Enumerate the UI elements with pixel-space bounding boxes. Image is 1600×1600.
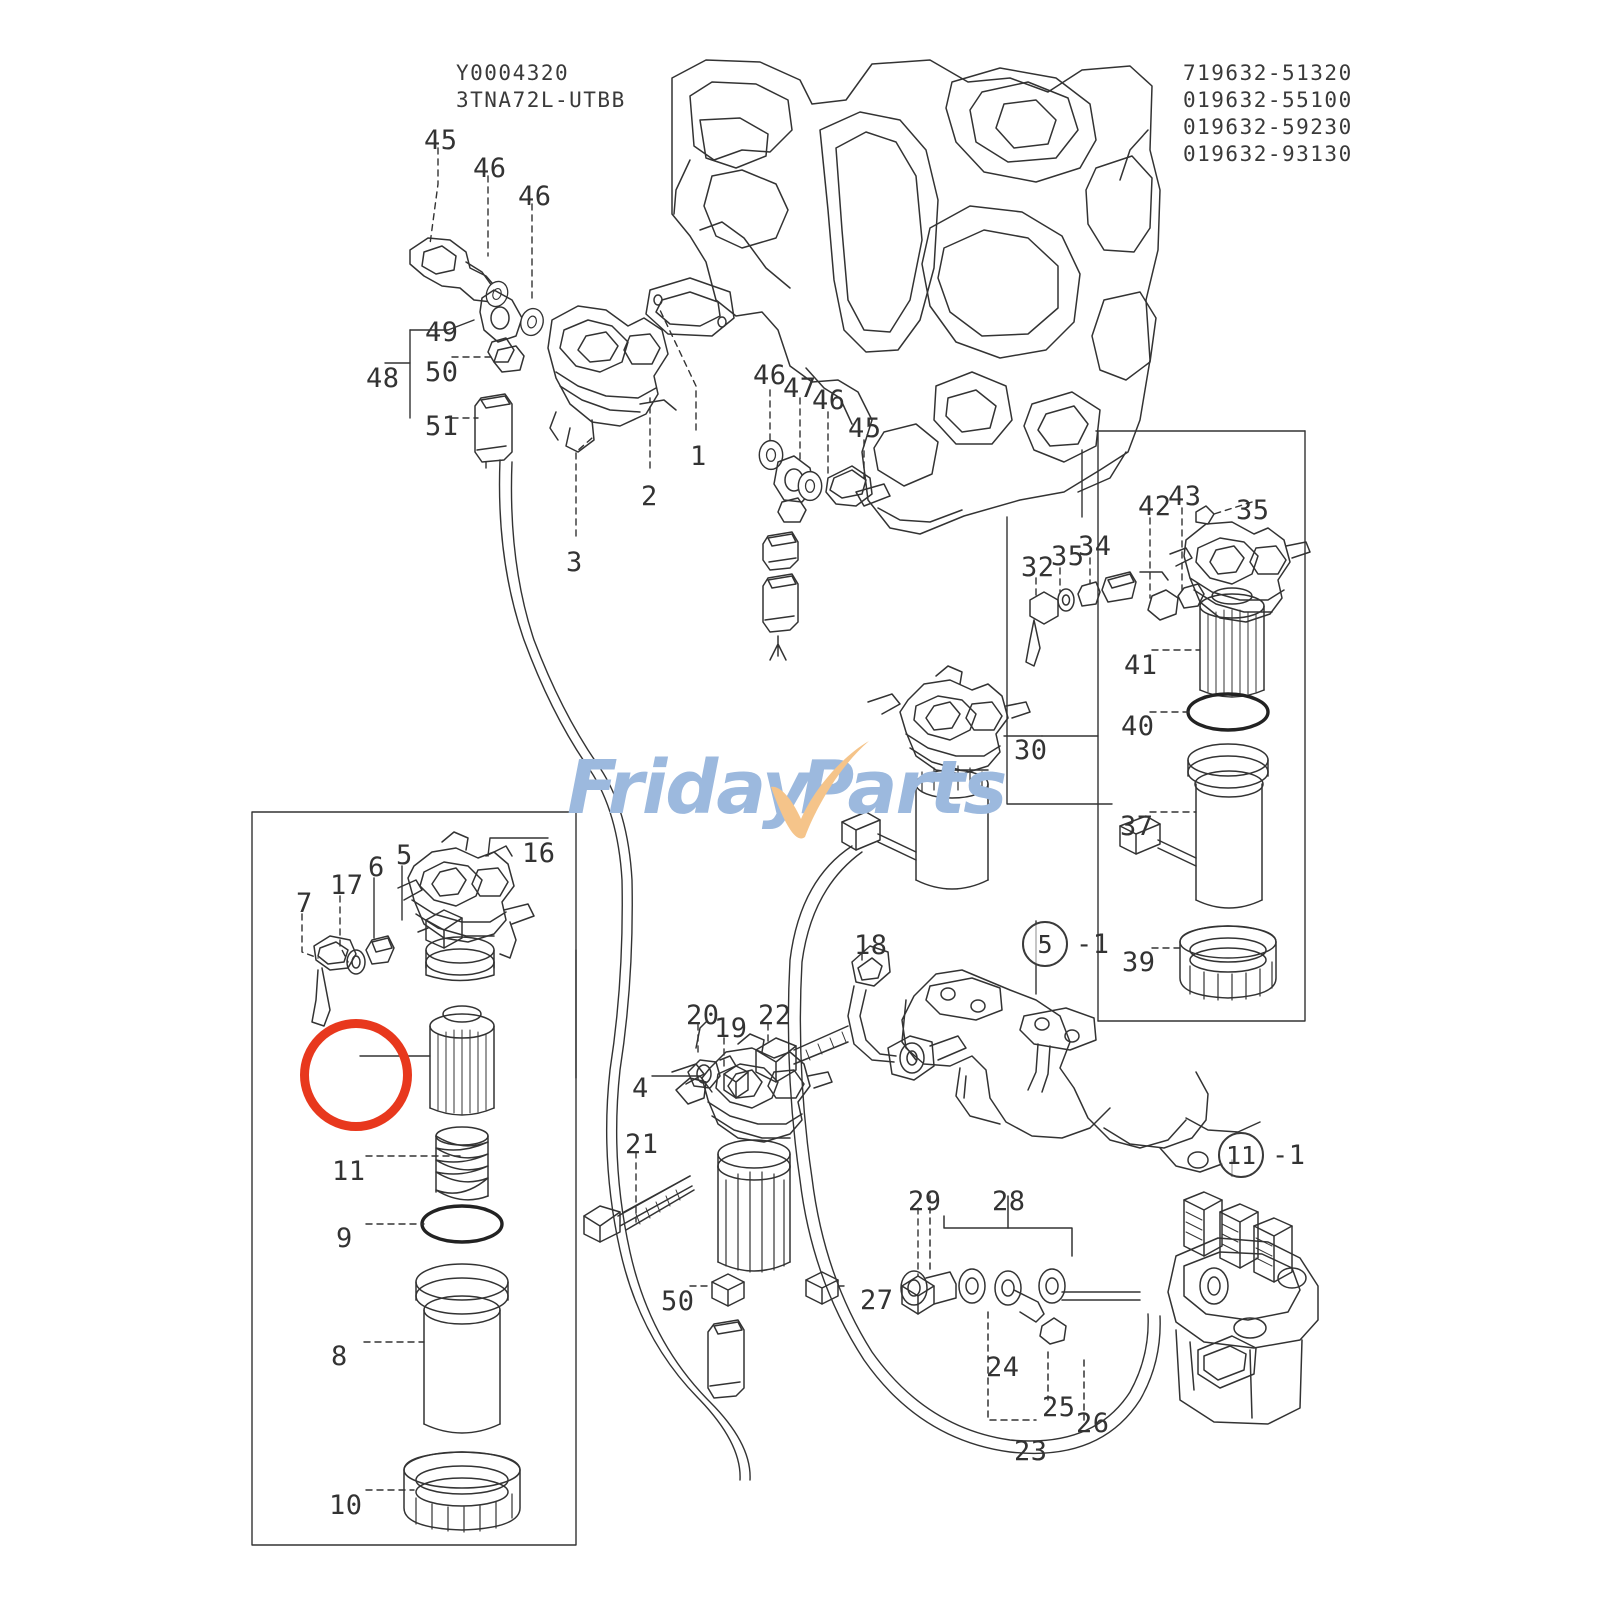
sleeve-center	[762, 531, 799, 661]
callout-40: 40	[1121, 711, 1155, 742]
callout-16: 16	[522, 838, 556, 869]
callout-46: 46	[518, 181, 552, 212]
callout-50: 50	[425, 357, 459, 388]
callout-18: 18	[854, 930, 888, 961]
callout-11: 11	[332, 1156, 366, 1187]
bracket-18	[847, 945, 967, 1081]
callout-35: 35	[1051, 541, 1085, 572]
callout-9: 9	[336, 1223, 353, 1254]
filter-element-13	[429, 1005, 495, 1116]
bowl-37	[1119, 743, 1269, 909]
callout-45: 45	[424, 125, 458, 156]
right-panel-border	[1097, 430, 1306, 1022]
callout-35: 35	[1236, 495, 1270, 526]
callout-2: 2	[641, 481, 658, 512]
filter-head-right	[1169, 521, 1311, 623]
callout-25: 25	[1042, 1392, 1076, 1423]
circled-ref-number: 5	[1022, 921, 1068, 967]
fuel-filter-30	[841, 665, 1031, 890]
intake-manifold	[901, 969, 1261, 1173]
callout-51: 51	[425, 411, 459, 442]
left-panel-border	[251, 811, 577, 1546]
leader-lines	[301, 147, 1253, 1491]
ring-nut-10	[403, 1451, 521, 1533]
callout-48: 48	[366, 363, 400, 394]
feed-pump-2	[547, 305, 677, 453]
engine-model: 3TNA72L-UTBB	[456, 88, 626, 112]
hose-upper	[787, 845, 1161, 1455]
feed-pump-16	[397, 831, 535, 982]
callout-29: 29	[908, 1186, 942, 1217]
callout-50: 50	[661, 1286, 695, 1317]
small-parts-20-19-22	[687, 1021, 849, 1099]
fuel-filter-4	[671, 1033, 833, 1273]
callout-19: 19	[714, 1013, 748, 1044]
callout-46: 46	[473, 153, 507, 184]
callout-41: 41	[1124, 650, 1158, 681]
callout-46: 46	[812, 385, 846, 416]
callout-6: 6	[368, 852, 385, 883]
callout-8: 8	[331, 1341, 348, 1372]
callout-22: 22	[758, 1000, 792, 1031]
circled-ref-suffix: -1	[1272, 1139, 1306, 1171]
bolt-21	[583, 1175, 695, 1243]
circled-ref-11: 11-1	[1218, 1132, 1306, 1178]
part-number-4: 019632-93130	[1183, 142, 1353, 166]
callout-49: 49	[425, 317, 459, 348]
sub-panel-border	[1006, 449, 1113, 805]
part-number-2: 019632-55100	[1183, 88, 1353, 112]
callout-4: 4	[632, 1073, 649, 1104]
gasket-plate-1	[645, 277, 735, 337]
callout-23: 23	[1014, 1436, 1048, 1467]
circled-ref-suffix: -1	[1076, 928, 1110, 960]
filter-element-41	[1199, 587, 1265, 698]
circled-ref-number: 11	[1218, 1132, 1264, 1178]
callout-46: 46	[753, 360, 787, 391]
highlight-ring-13	[300, 1019, 412, 1131]
callout-42: 42	[1138, 491, 1172, 522]
callout-1: 1	[690, 441, 707, 472]
callout-39: 39	[1122, 947, 1156, 978]
circled-ref-5: 5-1	[1022, 921, 1110, 967]
small-parts-left-panel	[311, 909, 463, 1027]
callout-27: 27	[860, 1285, 894, 1316]
drawing-number: Y0004320	[456, 61, 570, 85]
callout-43: 43	[1168, 481, 1202, 512]
callout-24: 24	[986, 1352, 1020, 1383]
oring-40	[1186, 692, 1270, 732]
callout-28: 28	[992, 1186, 1026, 1217]
plug-50-sleeve-51	[474, 345, 525, 463]
ring-nut-39	[1179, 925, 1277, 1001]
fittings-32-35-34-42-43	[1025, 505, 1215, 667]
callout-3: 3	[566, 547, 583, 578]
callout-20: 20	[686, 1000, 720, 1031]
callout-7: 7	[296, 888, 313, 919]
callout-32: 32	[1021, 552, 1055, 583]
spring-11	[435, 1126, 489, 1201]
engine-block-outline	[671, 59, 1161, 535]
part-number-1: 719632-51320	[1183, 61, 1353, 85]
callout-30: 30	[1014, 735, 1048, 766]
fittings-bottom-right	[900, 1195, 1141, 1421]
callout-10: 10	[329, 1490, 363, 1521]
bowl-8	[415, 1263, 509, 1434]
callout-26: 26	[1076, 1408, 1110, 1439]
callout-21: 21	[625, 1129, 659, 1160]
callout-37: 37	[1120, 811, 1154, 842]
callout-5: 5	[396, 840, 413, 871]
oring-9	[420, 1204, 504, 1244]
banjo-assembly-left	[409, 237, 547, 363]
sleeve-50-bottom	[707, 1271, 839, 1399]
callout-34: 34	[1078, 531, 1112, 562]
callout-45: 45	[848, 413, 882, 444]
injection-pump	[1167, 1191, 1319, 1425]
part-number-3: 019632-59230	[1183, 115, 1353, 139]
banjo-assembly-center	[758, 439, 891, 523]
callout-47: 47	[783, 373, 817, 404]
callout-17: 17	[330, 870, 364, 901]
hose-left-long	[498, 459, 741, 1481]
